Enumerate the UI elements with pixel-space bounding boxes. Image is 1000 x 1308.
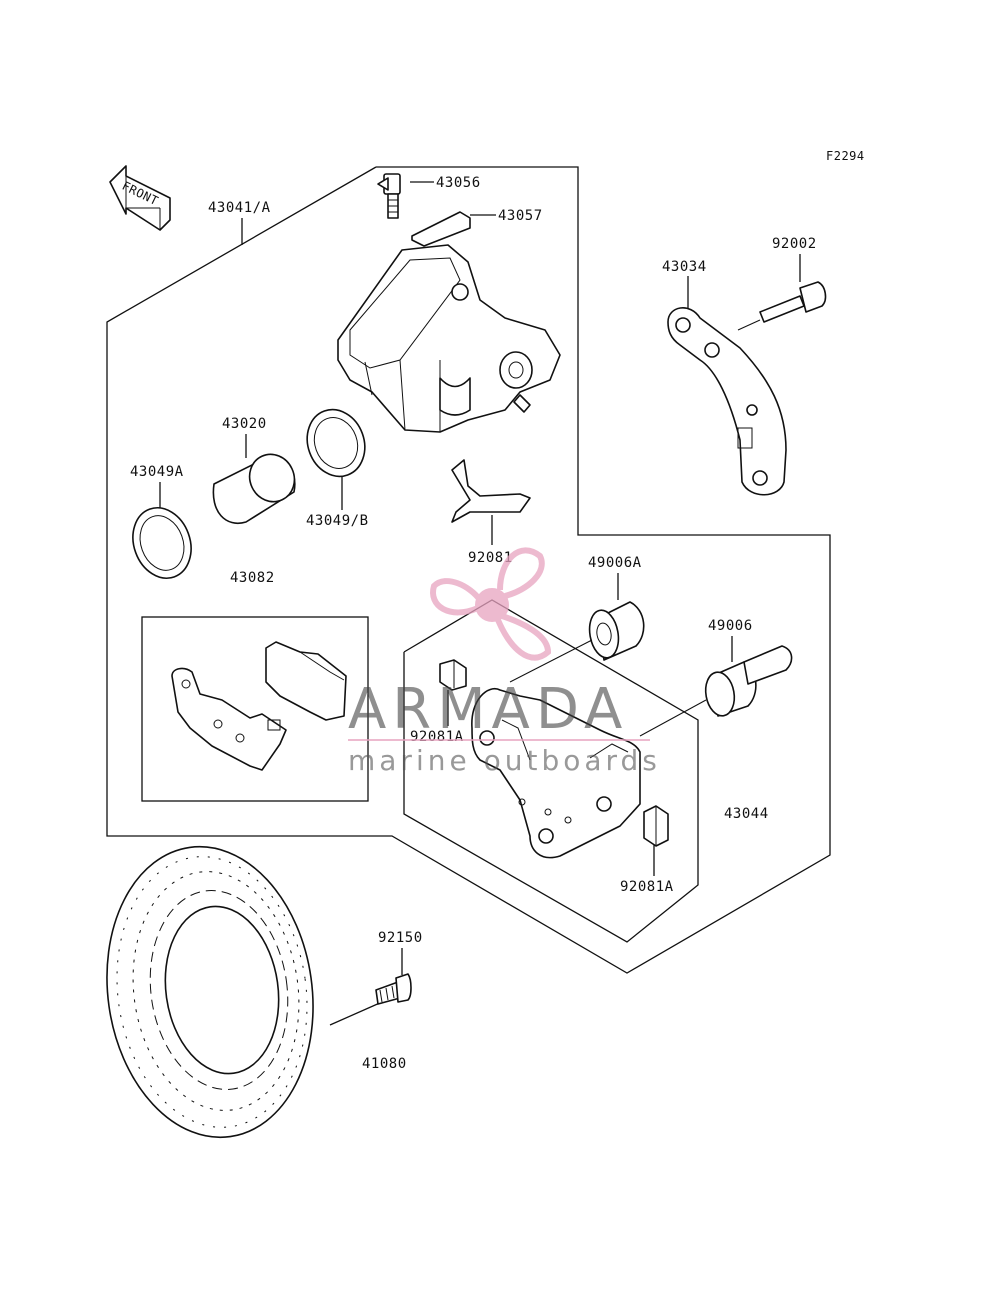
propeller-logo-icon — [430, 547, 552, 661]
slide-pin-49006 — [639, 645, 793, 737]
clip-lower — [643, 805, 669, 847]
watermark-tagline: marine outboards — [348, 744, 661, 777]
label-49006a: 49006A — [588, 555, 642, 571]
caliper-assembly-outline — [106, 166, 831, 974]
brake-disc — [106, 845, 314, 1139]
label-43020: 43020 — [222, 416, 267, 432]
clip-upper — [439, 659, 467, 691]
brake-pad-front — [171, 667, 287, 771]
label-92150: 92150 — [378, 930, 423, 946]
caliper-cap — [411, 211, 471, 247]
torque-link — [667, 307, 787, 496]
caliper-body — [337, 244, 561, 433]
figure-code: F2294 — [826, 149, 865, 163]
seal-43049b — [306, 408, 366, 478]
bolt-92002 — [737, 281, 827, 331]
label-92002: 92002 — [772, 236, 817, 252]
watermark-brand: ARMADA — [348, 677, 628, 742]
label-43049b: 43049/B — [306, 513, 369, 529]
watermark: ARMADA marine outboards — [348, 547, 661, 777]
label-43049a: 43049A — [130, 464, 184, 480]
caliper-piston — [212, 453, 296, 524]
label-41080: 41080 — [362, 1056, 407, 1072]
brake-pad-box — [141, 616, 369, 802]
label-43056: 43056 — [436, 175, 481, 191]
caliper-bracket — [471, 688, 641, 859]
pad-spring — [451, 459, 531, 523]
brake-pad-rear — [265, 641, 347, 721]
bushing-49006a — [509, 601, 645, 683]
front-arrow-icon: FRONT — [109, 165, 171, 231]
label-92081a-lower: 92081A — [620, 879, 674, 895]
label-49006: 49006 — [708, 618, 753, 634]
label-43044: 43044 — [724, 806, 769, 822]
seal-43049a — [132, 507, 192, 579]
bleed-valve — [377, 173, 401, 219]
label-43057: 43057 — [498, 208, 543, 224]
label-92081: 92081 — [468, 550, 513, 566]
disc-bolt — [375, 973, 412, 1005]
label-43082: 43082 — [230, 570, 275, 586]
label-43034: 43034 — [662, 259, 707, 275]
label-43041a: 43041/A — [208, 200, 271, 216]
